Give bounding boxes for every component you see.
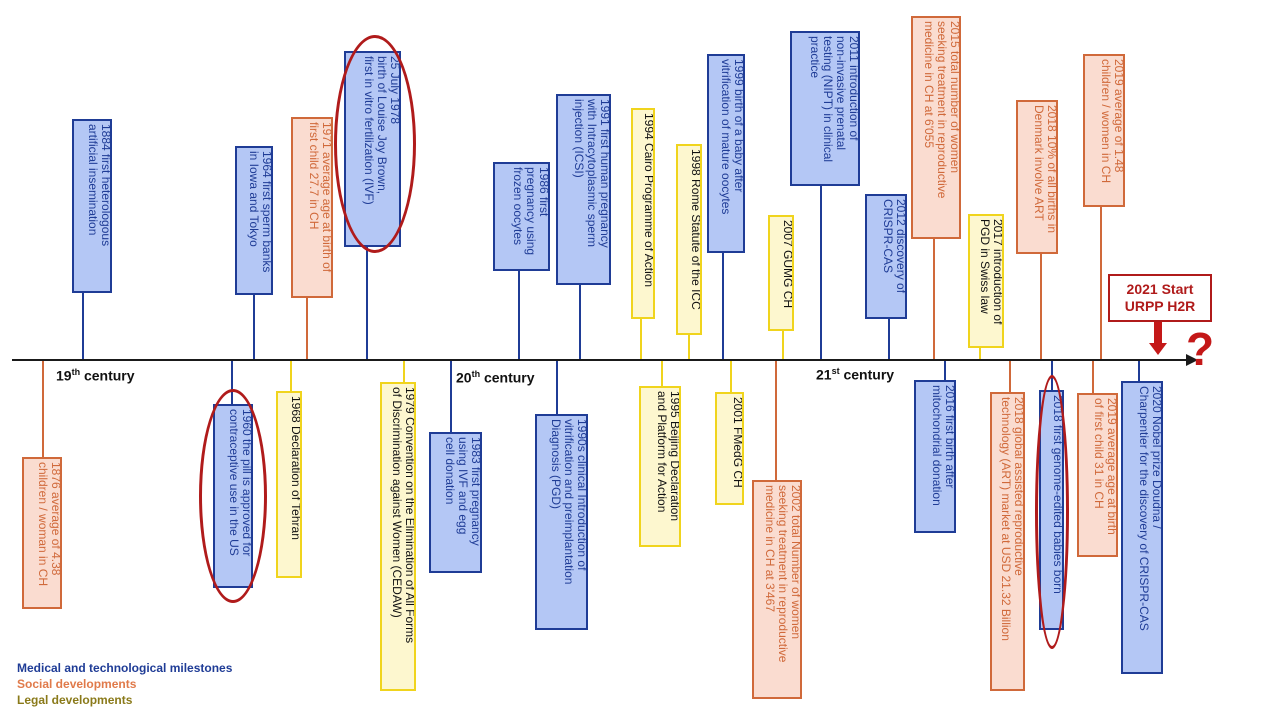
event-box-2015: 2015 total number of women seeking treat… xyxy=(911,16,961,239)
event-box-2018-art-market: 2018 global assisted reproductive techno… xyxy=(990,392,1025,691)
timeline-axis xyxy=(12,359,1190,361)
century-label-21: 21st century xyxy=(816,366,895,383)
event-stem xyxy=(661,361,663,387)
urpp-start-box: 2021 Start URPP H2R xyxy=(1108,274,1212,322)
highlight-oval-genome xyxy=(1035,375,1069,649)
event-stem xyxy=(306,297,308,359)
event-box-1986: 1986 first pregnancy using frozen oocyte… xyxy=(493,162,550,271)
event-stem xyxy=(366,246,368,359)
event-box-1991: 1991 first human pregnancy with Intracyt… xyxy=(556,94,611,285)
event-box-1995: 1995 Beijing Declaration and Platform fo… xyxy=(639,386,681,547)
event-box-1999: 1999 birth of a baby after vitrification… xyxy=(707,54,745,253)
event-box-1979: 1979 Convention on the Elimination of Al… xyxy=(380,382,416,691)
event-box-1994: 1994 Cairo Programme of Action xyxy=(631,108,655,319)
highlight-oval-ivf xyxy=(334,35,416,253)
event-box-2020: 2020 Nobel prize Doudna / Charpentier fo… xyxy=(1121,381,1163,674)
event-stem xyxy=(722,252,724,359)
event-box-2001: 2001 FMedG CH xyxy=(715,392,744,505)
urpp-line1: 2021 Start xyxy=(1126,281,1194,297)
event-box-2011: 2011 introduction of non-invasive prenat… xyxy=(790,31,860,186)
event-stem xyxy=(450,361,452,433)
event-box-1964: 1964 first sperm banks in Iowa and Tokyo xyxy=(235,146,273,295)
event-stem xyxy=(290,361,292,392)
highlight-oval-pill xyxy=(199,389,267,603)
event-stem xyxy=(1100,206,1102,359)
event-box-1990s: 1990s clinical Introduction of vitrifica… xyxy=(535,414,588,630)
event-box-2002: 2002 total Number of women seeking treat… xyxy=(752,480,802,699)
event-box-2007: 2007 GUMG CH xyxy=(768,215,794,331)
event-stem xyxy=(979,347,981,359)
event-stem xyxy=(688,334,690,359)
legend: Medical and technological milestones Soc… xyxy=(17,660,232,708)
event-box-2019-age: 2019 average age at birth of first child… xyxy=(1077,393,1118,557)
event-stem xyxy=(1040,253,1042,359)
century-label-19: 19th century xyxy=(56,367,135,384)
legend-legal: Legal developments xyxy=(17,693,133,707)
event-stem xyxy=(231,361,233,405)
event-box-2018-denmark: 2018 10% of all births in Denmark involv… xyxy=(1016,100,1058,254)
event-box-1968: 1968 Declaration of Tehran xyxy=(276,391,302,578)
event-stem xyxy=(1009,361,1011,393)
axis-arrow-icon xyxy=(1186,354,1198,366)
century-label-20: 20th century xyxy=(456,369,535,386)
event-box-1983: 1983 first pregnancy using IVF and egg c… xyxy=(429,432,482,573)
event-stem xyxy=(820,185,822,359)
event-stem xyxy=(82,292,84,359)
event-stem xyxy=(933,238,935,359)
event-box-2012: 2012 discovery of CRISPR-CAS xyxy=(865,194,907,319)
event-box-1998: 1998 Rome Statute of the ICC xyxy=(676,144,702,335)
down-arrow-head-icon xyxy=(1149,343,1167,355)
event-stem xyxy=(579,284,581,359)
event-box-1884: 1884 first heterologous artificial insem… xyxy=(72,119,112,293)
event-box-2017: 2017 introduction of PGD in Swiss law xyxy=(968,214,1004,348)
event-stem xyxy=(42,361,44,458)
event-stem xyxy=(253,294,255,359)
event-stem xyxy=(1138,361,1140,382)
event-stem xyxy=(640,318,642,359)
event-box-1971: 1971 average age at birth of first child… xyxy=(291,117,333,298)
legend-social: Social developments xyxy=(17,677,137,691)
down-arrow-icon xyxy=(1154,322,1162,344)
event-stem xyxy=(403,361,405,383)
event-box-2019-children: 2019 average of 1.48 children / women in… xyxy=(1083,54,1125,207)
event-stem xyxy=(782,330,784,359)
legend-medical: Medical and technological milestones xyxy=(17,661,233,675)
event-stem xyxy=(944,361,946,381)
event-stem xyxy=(775,361,777,481)
event-box-1876: 1876 average of 4.38 children / woman in… xyxy=(22,457,62,609)
urpp-line2: URPP H2R xyxy=(1124,298,1196,314)
event-stem xyxy=(518,270,520,359)
event-box-2016: 2016 first birth after mitochondrial don… xyxy=(914,380,956,533)
event-stem xyxy=(730,361,732,393)
event-stem xyxy=(888,318,890,359)
question-mark-icon: ? xyxy=(1186,323,1215,375)
event-stem xyxy=(1092,361,1094,394)
event-stem xyxy=(556,361,558,415)
